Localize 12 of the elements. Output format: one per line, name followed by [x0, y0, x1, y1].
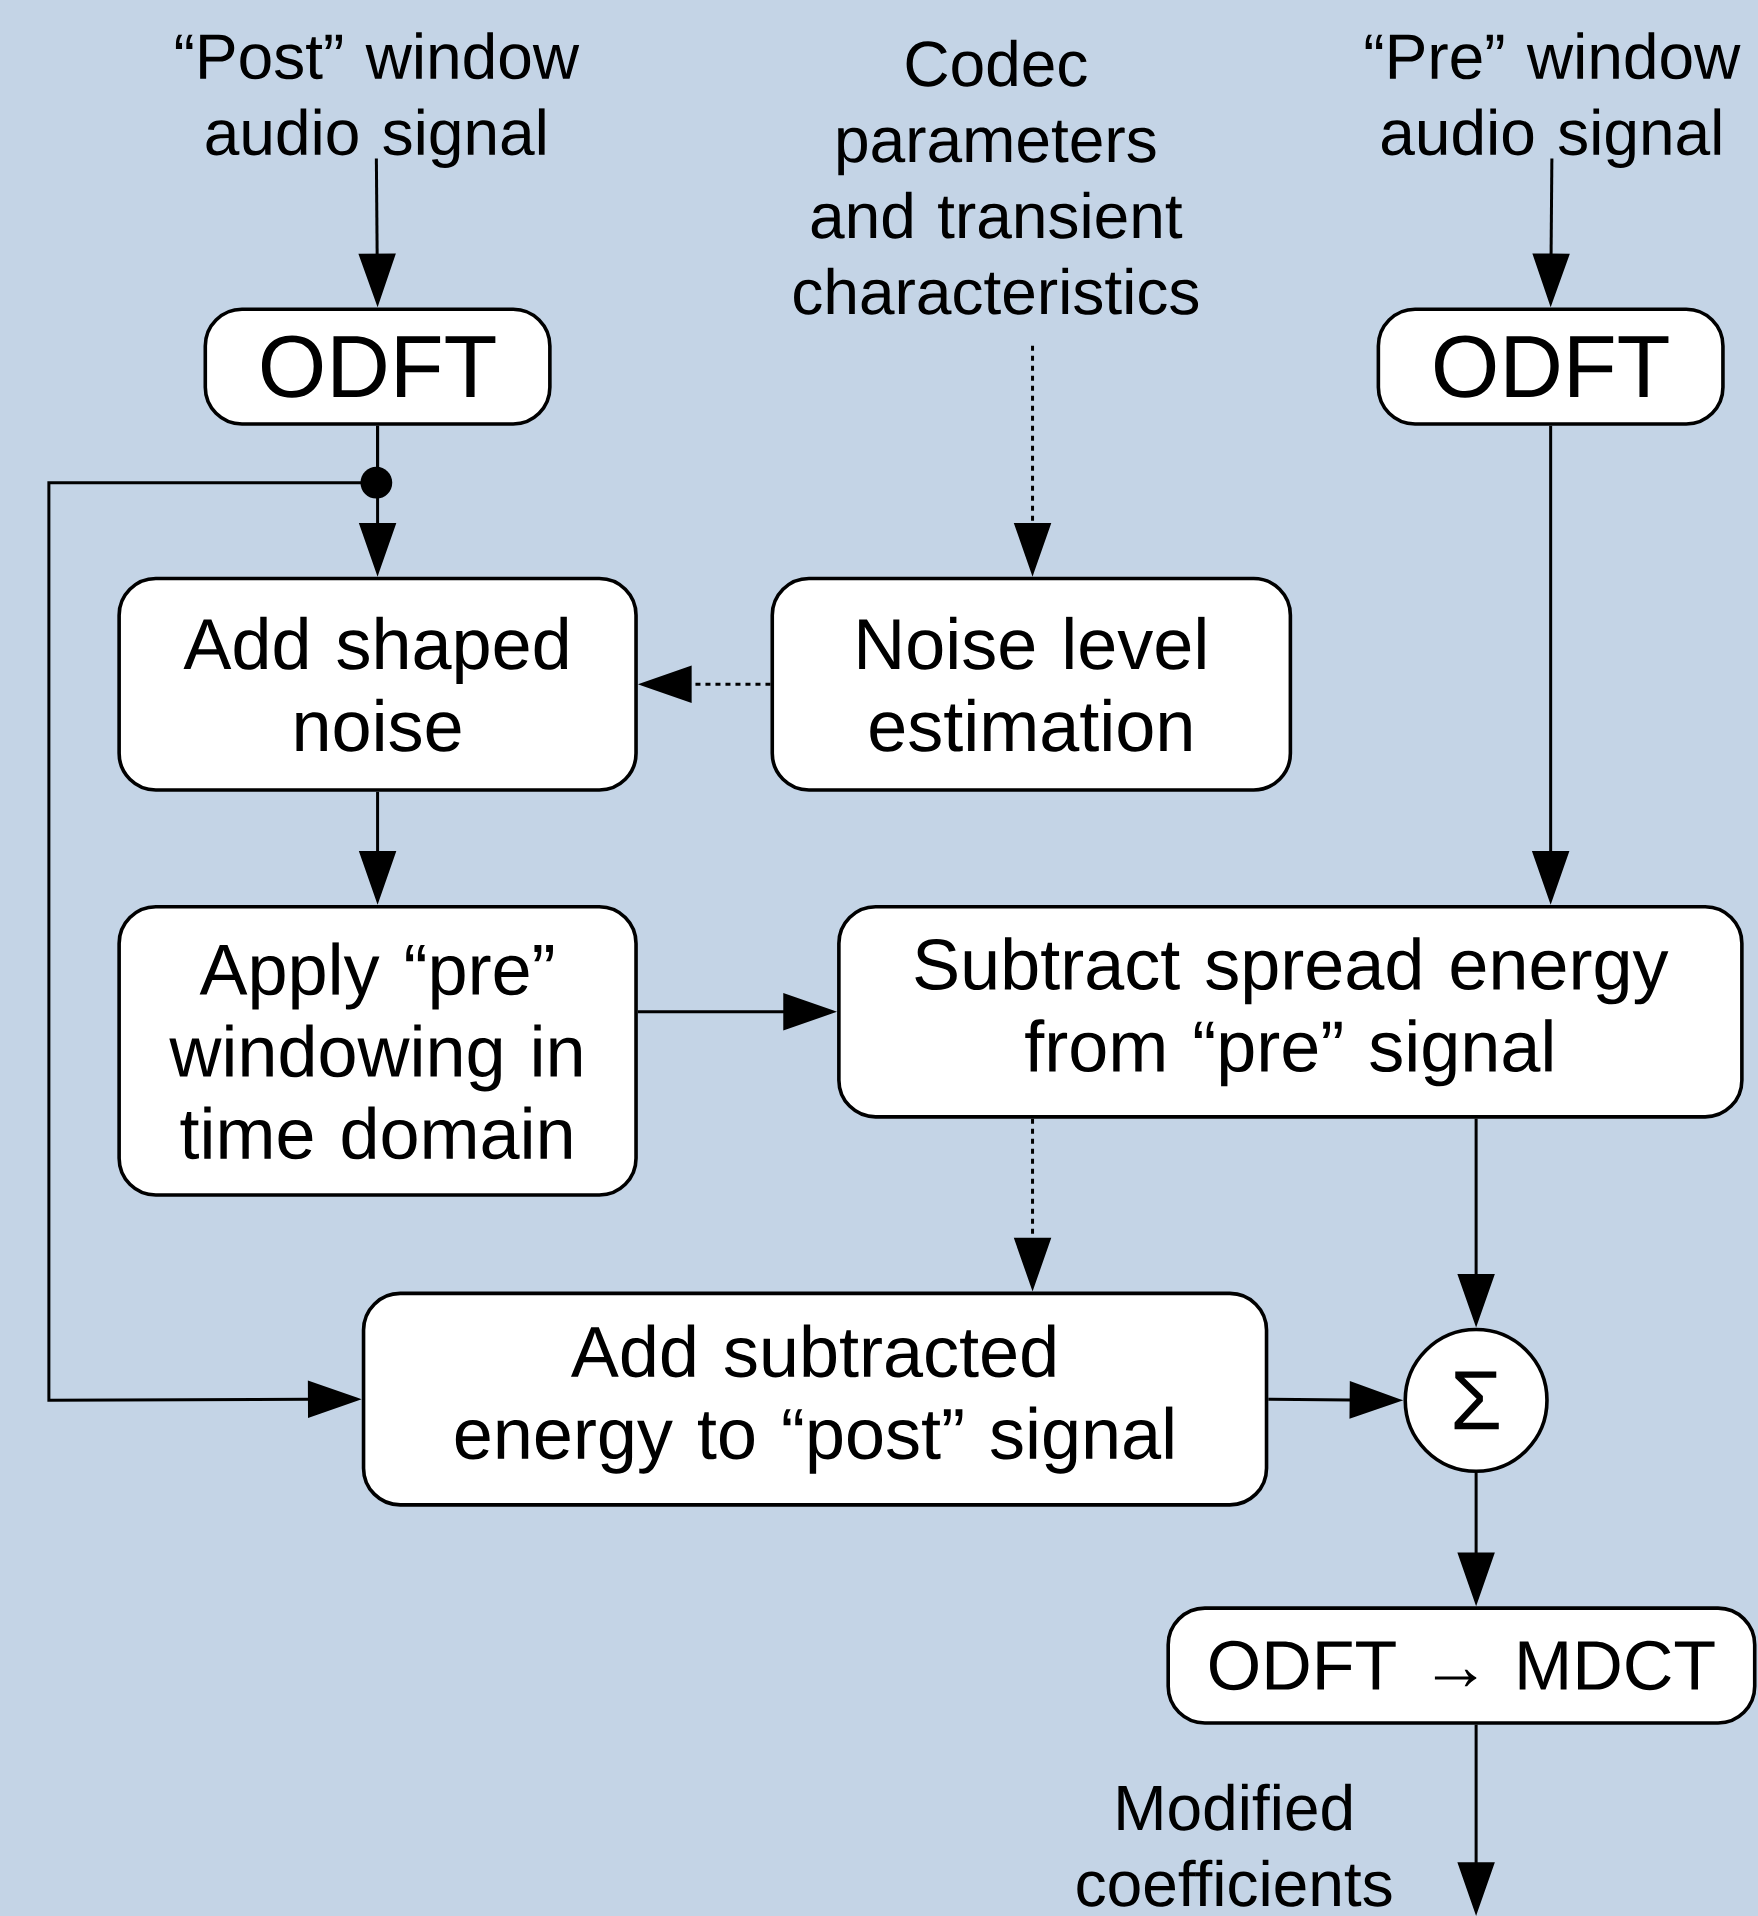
- process-box: ODFT → MDCT: [1166, 1606, 1757, 1725]
- process-box: Subtract spread energy from “pre” signal: [836, 904, 1744, 1119]
- process-box: ODFT: [203, 307, 552, 426]
- process-box: Add subtracted energy to “post” signal: [361, 1291, 1269, 1507]
- process-box: Noise level estimation: [770, 576, 1292, 792]
- input-label: “Post” window audio signal: [175, 32, 580, 169]
- process-box: ODFT: [1376, 307, 1725, 426]
- process-box: Add shaped noise: [117, 576, 638, 792]
- input-label: Codec parameters and transient characteristics: [793, 39, 1198, 315]
- edge-label: Modified coefficients: [1077, 1783, 1392, 1907]
- input-label: “Pre” window audio signal: [1365, 32, 1741, 169]
- process-box: Apply “pre” windowing in time domain: [117, 904, 638, 1197]
